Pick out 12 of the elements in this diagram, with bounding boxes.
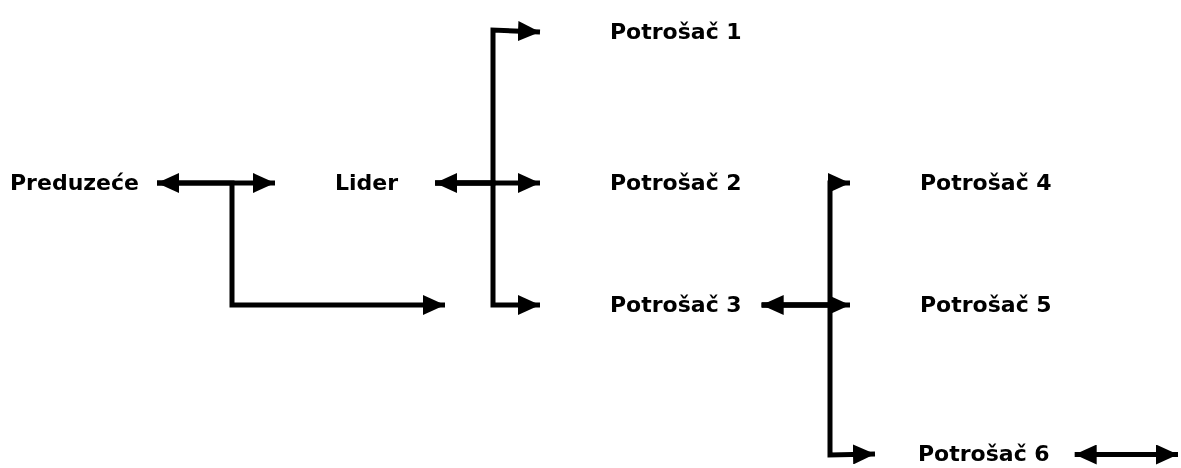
- arrow: [157, 180, 445, 315]
- arrow: [761, 302, 876, 465]
- node-label: Potrošač 6: [918, 441, 1050, 467]
- node-label: Potrošač 1: [610, 19, 742, 45]
- node-label: Lider: [335, 170, 399, 196]
- arrow: [1074, 444, 1178, 465]
- arrow: [435, 180, 540, 315]
- node-label: Potrošač 2: [610, 170, 742, 196]
- node-label: Preduzeće: [10, 170, 139, 196]
- node-label: Potrošač 5: [920, 292, 1052, 318]
- node-label: Potrošač 3: [610, 292, 742, 318]
- node-label: Potrošač 4: [920, 170, 1052, 196]
